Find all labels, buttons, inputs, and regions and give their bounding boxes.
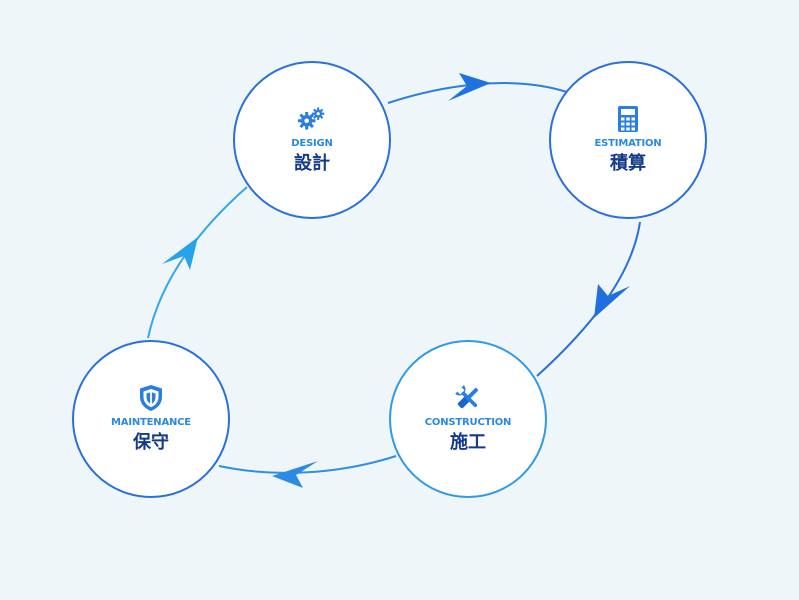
node-design: DESIGN 設計 [233, 61, 391, 219]
node-estimation-label-ja: 積算 [610, 153, 646, 174]
node-construction-label-ja: 施工 [450, 432, 486, 453]
edge-construction-to-maintenance [218, 455, 397, 474]
wrench-screwdriver-icon [453, 383, 483, 413]
gears-icon [297, 104, 327, 134]
arrow-head-estimation-to-construction [594, 284, 630, 318]
node-estimation-label-en: ESTIMATION [594, 138, 662, 149]
arrow-head-design-to-estimation [448, 73, 491, 101]
arrow-head-maintenance-to-design [162, 237, 198, 270]
node-construction: CONSTRUCTION 施工 [389, 340, 547, 498]
node-maintenance: MAINTENANCE 保守 [72, 340, 230, 498]
calculator-icon [613, 104, 643, 134]
node-design-label-en: DESIGN [291, 138, 333, 149]
shield-icon [136, 383, 166, 413]
node-maintenance-label-en: MAINTENANCE [111, 417, 191, 428]
node-construction-label-en: CONSTRUCTION [424, 417, 512, 428]
edge-estimation-to-construction [536, 221, 641, 377]
arrow-head-construction-to-maintenance [272, 461, 318, 488]
node-maintenance-label-ja: 保守 [133, 432, 169, 453]
node-design-label-ja: 設計 [294, 153, 330, 174]
node-estimation: ESTIMATION 積算 [549, 61, 707, 219]
edge-maintenance-to-design [147, 186, 248, 339]
